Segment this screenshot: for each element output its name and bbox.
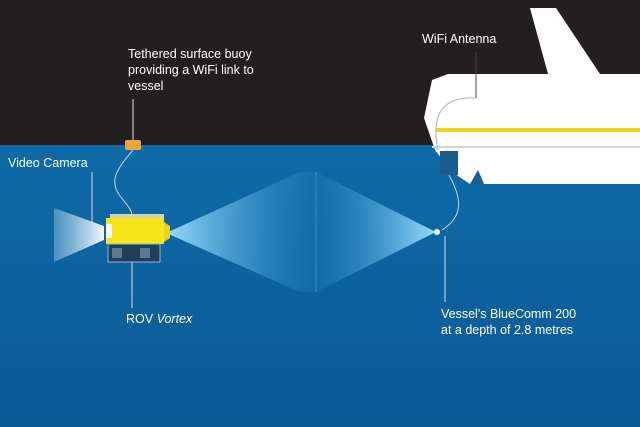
- vessel-keel-fin: [470, 170, 484, 184]
- rov-vortex: [106, 214, 170, 263]
- rov-top-frame: [110, 214, 164, 218]
- buoy-label: Tethered surface buoy providing a WiFi l…: [128, 46, 254, 94]
- rov-name-text: Vortex: [156, 312, 193, 326]
- buoy-icon: [125, 140, 141, 150]
- buoy-label-line-2: providing a WiFi link to: [128, 63, 254, 77]
- rov-camera-housing: [106, 224, 112, 238]
- rov-nose: [164, 222, 170, 242]
- vessel: [424, 8, 640, 184]
- wifi-antenna-text: WiFi Antenna: [422, 32, 497, 46]
- vessel-superstructure: [530, 8, 600, 74]
- buoy-label-line-3: vessel: [128, 79, 164, 93]
- video-camera-text: Video Camera: [8, 156, 88, 170]
- optical-beam-from-vessel: [316, 172, 436, 292]
- buoy-tether: [114, 149, 134, 217]
- vessel-yellow-stripe: [436, 128, 640, 132]
- buoy-label-line-1: Tethered surface buoy: [128, 47, 252, 61]
- bluecomm-label: Vessel's BlueComm 200 at a depth of 2.8 …: [441, 306, 576, 338]
- rov-thruster-right: [140, 248, 150, 258]
- bluecomm-label-line-2: at a depth of 2.8 metres: [441, 323, 574, 337]
- bluecomm-tether: [441, 174, 460, 231]
- vessel-deck-line: [432, 146, 640, 148]
- vessel-transducer-mount: [440, 151, 458, 175]
- antenna-cable: [435, 97, 477, 151]
- rov-thruster-left: [112, 248, 122, 258]
- video-camera-label: Video Camera: [8, 155, 88, 171]
- bluecomm-label-line-1: Vessel's BlueComm 200: [441, 307, 577, 321]
- rov-prefix-text: ROV: [126, 312, 154, 326]
- rov-yellow-body: [106, 218, 164, 244]
- bluecomm-emitter-icon: [434, 229, 440, 235]
- rov-label: ROV Vortex: [126, 311, 192, 327]
- optical-beam-from-rov: [166, 172, 316, 292]
- wifi-antenna-label: WiFi Antenna: [422, 31, 496, 47]
